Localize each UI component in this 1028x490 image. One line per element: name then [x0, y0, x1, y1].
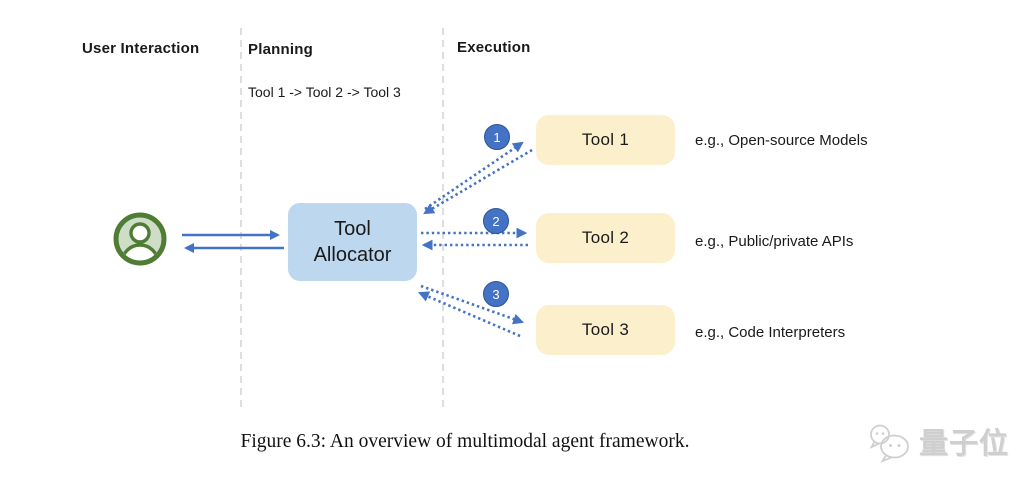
figure-caption: Figure 6.3: An overview of multimodal ag…: [240, 431, 690, 452]
user-avatar-icon: [113, 212, 167, 266]
tool2-example: e.g., Public/private APIs: [695, 233, 854, 250]
chat-bubbles-icon: [869, 424, 909, 463]
tool-allocator-box: Tool Allocator: [288, 203, 417, 281]
tool3-box: Tool 3: [536, 305, 675, 355]
lane-label-execution: Execution: [457, 39, 531, 56]
step-badge-3: 3: [483, 281, 509, 307]
watermark: 量子位: [866, 421, 1009, 467]
watermark-text: 量子位: [919, 428, 1010, 460]
lane-label-planning: Planning: [248, 41, 313, 58]
arrow-allocator-to-tool1: [424, 141, 524, 211]
tool1-example: e.g., Open-source Models: [695, 132, 868, 149]
tool-plan-sequence: Tool 1 -> Tool 2 -> Tool 3: [248, 84, 401, 100]
tool1-box: Tool 1: [536, 115, 675, 165]
step-badge-2: 2: [483, 208, 509, 234]
step-badge-1: 1: [484, 124, 510, 150]
tool2-box: Tool 2: [536, 213, 675, 263]
lane-label-user-interaction: User Interaction: [82, 40, 200, 57]
tool3-example: e.g., Code Interpreters: [695, 324, 846, 341]
arrow-tool1-to-allocator: [423, 148, 533, 215]
